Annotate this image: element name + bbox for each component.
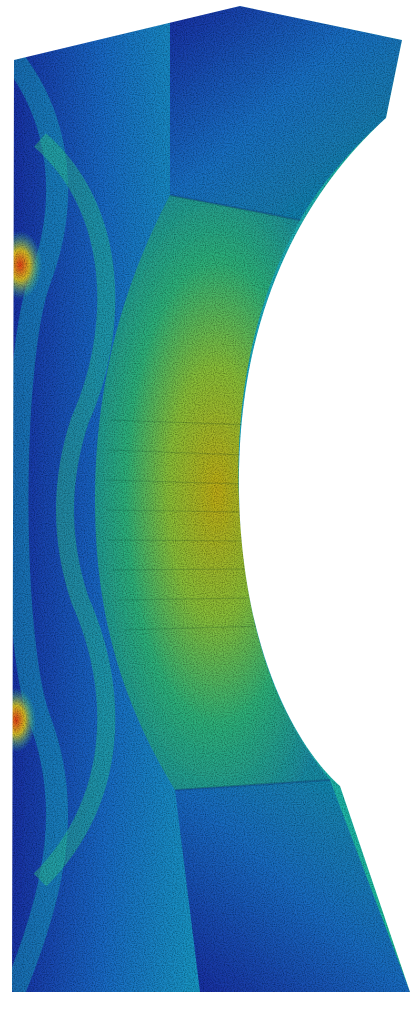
- stress-hotspot-lower: [12, 688, 36, 752]
- lower-crease: [174, 779, 331, 791]
- inner-curved-face: [95, 195, 330, 790]
- contour-band-cyan: [12, 53, 69, 992]
- upper-crease: [169, 194, 301, 221]
- bottom-face: [175, 780, 410, 992]
- edge-lines: [169, 194, 331, 791]
- stress-hotspot-upper: [12, 231, 42, 299]
- contour-band-green: [33, 133, 116, 887]
- top-face: [170, 6, 402, 220]
- mesh-streaks: [105, 419, 259, 631]
